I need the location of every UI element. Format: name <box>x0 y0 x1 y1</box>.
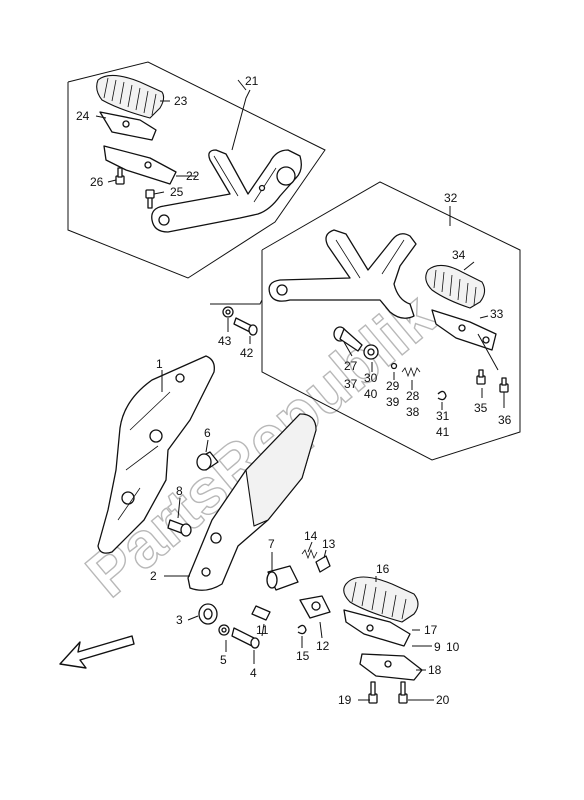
callout-14: 14 <box>304 529 318 543</box>
plate-1 <box>97 355 215 554</box>
callout-23: 23 <box>174 94 188 108</box>
bracket-24 <box>99 111 157 141</box>
footrest-rubber-23 <box>96 74 165 119</box>
callout-15: 15 <box>296 649 310 663</box>
callout-12: 12 <box>316 639 330 653</box>
bolt-25 <box>145 189 155 209</box>
callout-5: 5 <box>220 653 227 667</box>
arrow-left-down-icon <box>59 635 135 669</box>
callout-28: 28 <box>406 389 420 403</box>
callout-40: 40 <box>364 387 378 401</box>
bolt-36 <box>499 377 509 393</box>
bolt-4 <box>231 627 260 649</box>
callout-37: 37 <box>344 377 358 391</box>
bolt-8 <box>167 519 192 537</box>
spring-14 <box>301 548 318 560</box>
hanger-bracket-21 <box>151 149 302 233</box>
callout-19: 19 <box>338 693 352 707</box>
callout-3: 3 <box>176 613 183 627</box>
leader-lines <box>95 79 505 701</box>
group-32-frame <box>261 181 521 461</box>
callout-32: 32 <box>444 191 458 205</box>
callout-33: 33 <box>490 307 504 321</box>
callout-6: 6 <box>204 426 211 440</box>
plate-22 <box>103 145 177 185</box>
callout-42: 42 <box>240 346 254 360</box>
callout-13: 13 <box>322 537 336 551</box>
callout-2: 2 <box>150 569 157 583</box>
bolt-42 <box>233 317 258 336</box>
bolt-35 <box>476 369 486 385</box>
callout-7: 7 <box>268 537 275 551</box>
washer-43 <box>222 306 234 318</box>
callout-36: 36 <box>498 413 512 427</box>
pin-11 <box>251 605 271 621</box>
spring-28 <box>401 366 421 378</box>
callout-34: 34 <box>452 248 466 262</box>
callout-1: 1 <box>156 357 163 371</box>
washer-5 <box>218 624 230 636</box>
clip-31 <box>437 390 447 401</box>
callout-43: 43 <box>218 334 232 348</box>
pin-29 <box>390 362 398 370</box>
callout-8: 8 <box>176 484 183 498</box>
plate-18 <box>359 653 423 681</box>
bolt-26 <box>115 167 125 185</box>
bracket-33 <box>431 309 497 351</box>
callout-25: 25 <box>170 185 184 199</box>
bracket-17 <box>343 609 411 647</box>
callout-22: 22 <box>186 169 200 183</box>
callout-16: 16 <box>376 562 390 576</box>
bolt-27 <box>333 326 363 352</box>
callout-26: 26 <box>90 175 104 189</box>
group-21-frame <box>67 61 326 279</box>
callout-11: 11 <box>256 623 269 637</box>
callout-4: 4 <box>250 666 257 680</box>
footrest-rubber-34 <box>425 264 486 309</box>
callout-39: 39 <box>386 395 400 409</box>
bolt-20 <box>398 681 408 704</box>
callout-20: 20 <box>436 693 450 707</box>
callout-35: 35 <box>474 401 488 415</box>
collar-3 <box>198 603 218 625</box>
callout-27: 27 <box>344 359 358 373</box>
knuckle-12 <box>299 595 331 619</box>
callout-10: 10 <box>446 640 460 654</box>
callout-31: 31 <box>436 409 450 423</box>
bolt-19 <box>368 681 378 704</box>
ring-15 <box>297 624 307 635</box>
callout-21: 21 <box>245 74 259 88</box>
shaft-7 <box>266 565 299 591</box>
callout-17: 17 <box>424 623 438 637</box>
callout-29: 29 <box>386 379 400 393</box>
callout-24: 24 <box>76 109 90 123</box>
callout-9: 9 <box>434 640 441 654</box>
callout-41: 41 <box>436 425 450 439</box>
callout-18: 18 <box>428 663 442 677</box>
plate-2 <box>187 413 317 591</box>
collar-6 <box>196 451 219 471</box>
callout-labels: 21 23 24 22 26 25 32 34 33 43 42 27 37 3… <box>76 74 512 707</box>
pin-13 <box>315 555 331 573</box>
washer-30 <box>363 344 379 360</box>
callout-38: 38 <box>406 405 420 419</box>
callout-30: 30 <box>364 371 378 385</box>
hanger-bracket-32 <box>268 229 417 319</box>
